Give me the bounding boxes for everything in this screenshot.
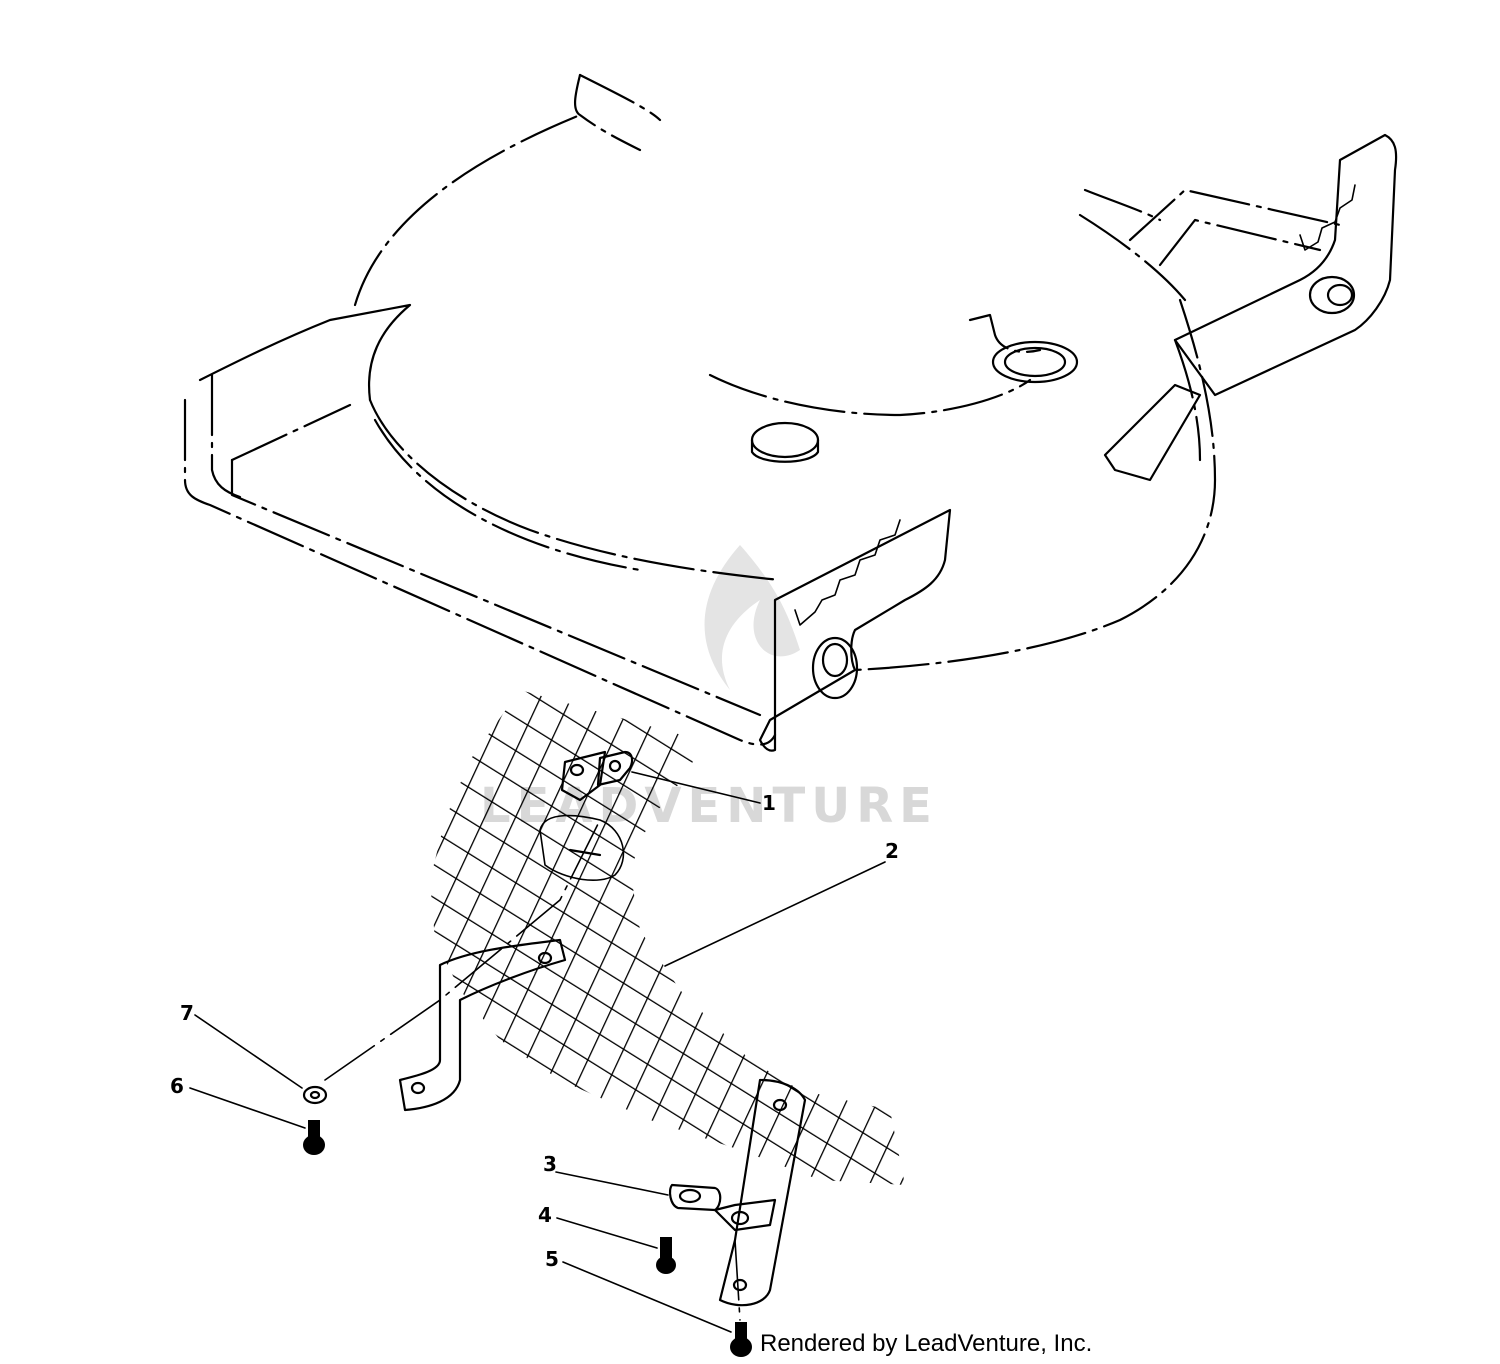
washer-part-7 bbox=[302, 1085, 328, 1105]
screw-part-4 bbox=[656, 1237, 676, 1274]
bracket-part-1 bbox=[560, 750, 634, 802]
leaf-shield-screen bbox=[398, 690, 905, 1307]
callout-7: 7 bbox=[180, 1001, 194, 1025]
bracket-part-3 bbox=[668, 1183, 777, 1232]
callout-2: 2 bbox=[885, 839, 899, 863]
render-credit: Rendered by LeadVenture, Inc. bbox=[760, 1330, 1092, 1357]
callout-1: 1 bbox=[762, 791, 776, 815]
screw-part-5 bbox=[730, 1322, 752, 1357]
leader-lines bbox=[189, 771, 886, 1333]
callouts: 1 2 3 4 5 6 7 bbox=[170, 791, 899, 1271]
watermark-flame-icon bbox=[704, 545, 800, 690]
screw-part-6 bbox=[303, 1120, 325, 1155]
callout-5: 5 bbox=[545, 1247, 559, 1271]
callout-6: 6 bbox=[170, 1074, 184, 1098]
callout-3: 3 bbox=[543, 1152, 557, 1176]
mower-deck bbox=[183, 73, 1398, 752]
callout-4: 4 bbox=[538, 1203, 552, 1227]
